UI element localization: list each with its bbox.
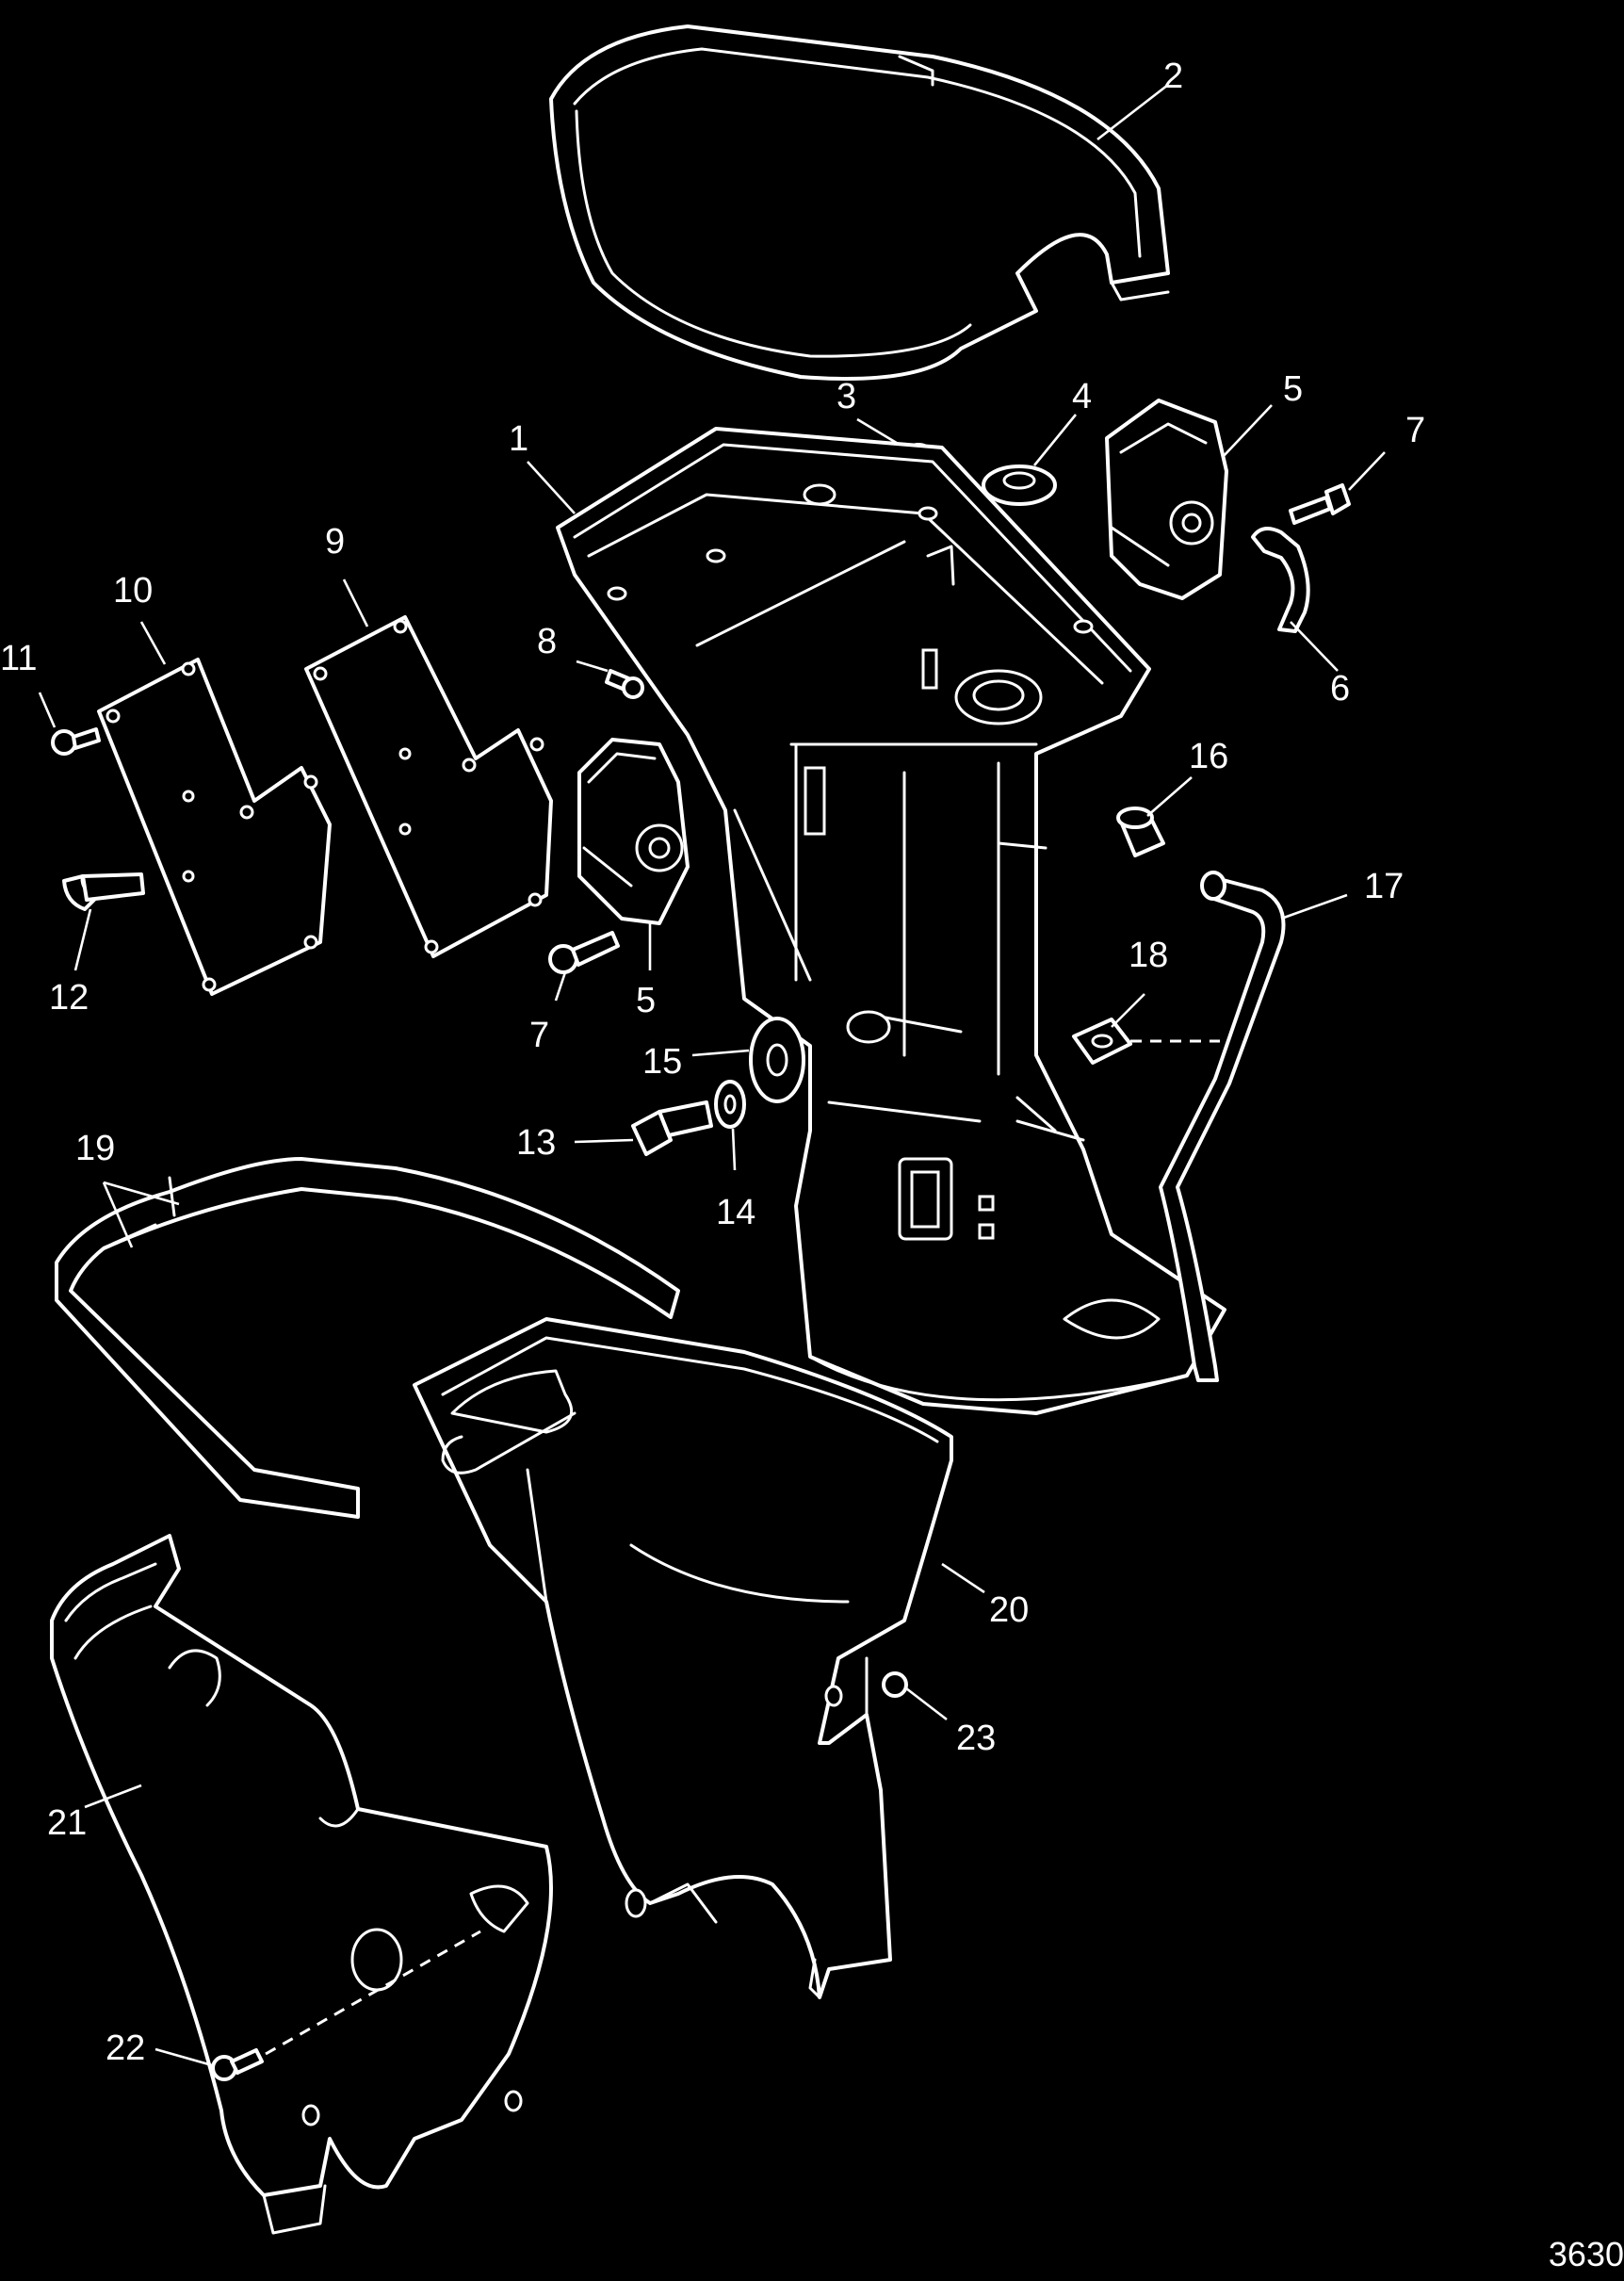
- part-22-screw: [211, 2048, 264, 2081]
- callout-3: 3: [836, 377, 857, 416]
- callout-6: 6: [1330, 669, 1351, 709]
- part-8-screw: [605, 669, 644, 699]
- part-11-screw: [51, 727, 101, 756]
- callout-18: 18: [1129, 936, 1169, 975]
- callout-23: 23: [956, 1719, 997, 1758]
- callout-17: 17: [1364, 867, 1405, 906]
- leader-lines: [38, 83, 1386, 2067]
- part-1-driveshaft-housing: [556, 427, 1226, 1415]
- callout-14: 14: [716, 1193, 756, 1232]
- part-18-seal: [1072, 1018, 1132, 1065]
- callout-13: 13: [516, 1123, 557, 1163]
- callout-15: 15: [642, 1042, 683, 1082]
- callout-4: 4: [1072, 377, 1093, 416]
- part-4-grommet: [982, 464, 1057, 506]
- callout-2: 2: [1163, 57, 1184, 96]
- callout-8: 8: [537, 622, 558, 661]
- callout-1: 1: [509, 419, 529, 459]
- callout-7-lower: 7: [529, 1016, 550, 1055]
- callout-19: 19: [75, 1129, 116, 1168]
- part-20-rear-cowl: [413, 1317, 953, 1999]
- part-5-lower-mount: [577, 738, 690, 925]
- figure-reference-number: 3630: [1548, 2235, 1624, 2273]
- part-14-washer: [714, 1080, 746, 1129]
- part-7-screw-lower: [548, 931, 620, 974]
- callout-5-upper: 5: [1283, 369, 1304, 409]
- callout-12: 12: [49, 978, 89, 1018]
- callout-10: 10: [113, 571, 154, 611]
- part-22-dashed-line: [265, 1930, 481, 2056]
- part-7-screw-upper: [1289, 483, 1351, 525]
- part-21-front-cowl: [50, 1534, 553, 2235]
- part-9-gasket: [304, 615, 553, 958]
- callout-5-lower: 5: [636, 981, 657, 1020]
- part-19-lower-seal: [55, 1157, 680, 1519]
- part-23-screw: [882, 1671, 908, 1698]
- callout-21: 21: [47, 1803, 88, 1843]
- callout-7-upper: 7: [1405, 411, 1426, 450]
- part-5-upper-mount: [1105, 399, 1228, 600]
- part-2-top-seal: [549, 24, 1170, 381]
- callout-20: 20: [989, 1590, 1030, 1630]
- part-16-bushing: [1116, 806, 1165, 857]
- part-10-plate: [97, 658, 332, 996]
- part-15-washer: [749, 1017, 805, 1103]
- part-17-water-tube: [1159, 871, 1286, 1382]
- callout-11: 11: [0, 639, 38, 678]
- part-12-bolt: [62, 872, 145, 911]
- callout-9: 9: [325, 522, 346, 562]
- part-6-ground-strap: [1251, 527, 1310, 633]
- part-13-bolt: [631, 1100, 713, 1156]
- callout-22: 22: [106, 2028, 146, 2068]
- callout-16: 16: [1189, 737, 1229, 776]
